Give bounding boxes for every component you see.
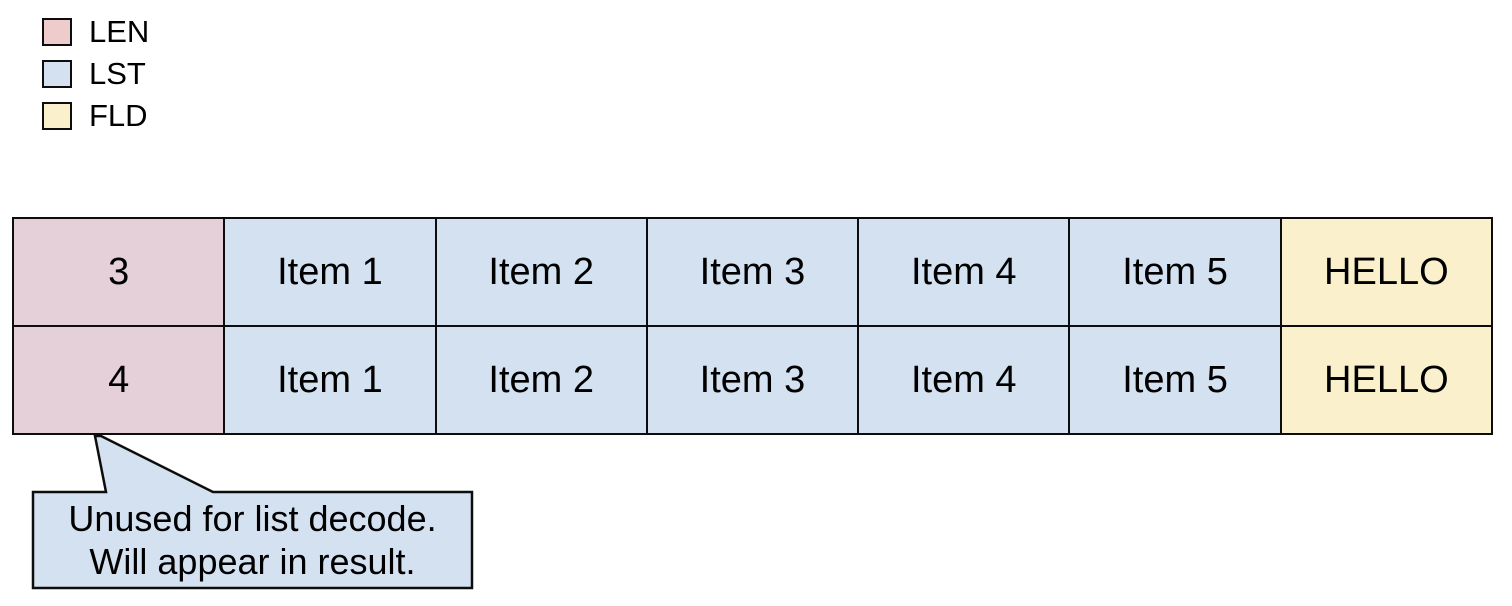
field-cell: HELLO [1279,217,1494,327]
list-item-cell: Item 1 [223,325,437,435]
legend-item-len: LEN [42,14,150,49]
legend-label-lst: LST [89,56,146,91]
table-row-list-len-3: 3 Item 1 Item 2 Item 3 Item 4 Item 5 HEL… [11,217,1494,327]
callout-note-line-1: Unused for list decode. [68,498,437,539]
legend-item-lst: LST [42,56,149,91]
fld-color-swatch [42,102,72,130]
legend: LEN LST FLD [42,14,150,144]
list-item-cell: Item 1 [223,217,437,327]
field-cell: HELLO [1279,325,1494,435]
callout-note: Unused for list decode. Will appear in r… [34,493,471,587]
list-item-cell: Item 2 [434,325,648,435]
list-item-cell: Item 4 [857,325,1071,435]
list-item-cell: Item 3 [645,217,860,327]
list-item-cell: Item 2 [434,217,648,327]
callout-note-line-2: Will appear in result. [89,541,416,582]
list-item-cell: Item 3 [645,325,860,435]
list-item-cell: Item 5 [1068,217,1282,327]
len-cell: 4 [11,325,226,435]
legend-item-fld: FLD [42,98,149,133]
len-color-swatch [42,18,72,46]
legend-label-fld: FLD [89,98,148,133]
byte-layout-table: 3 Item 1 Item 2 Item 3 Item 4 Item 5 HEL… [11,217,1494,435]
legend-label-len: LEN [89,14,150,49]
table-row-list-len-4: 4 Item 1 Item 2 Item 3 Item 4 Item 5 HEL… [11,325,1494,435]
list-item-cell: Item 5 [1068,325,1282,435]
lst-color-swatch [42,60,72,88]
list-item-cell: Item 4 [857,217,1071,327]
len-cell: 3 [11,217,226,327]
